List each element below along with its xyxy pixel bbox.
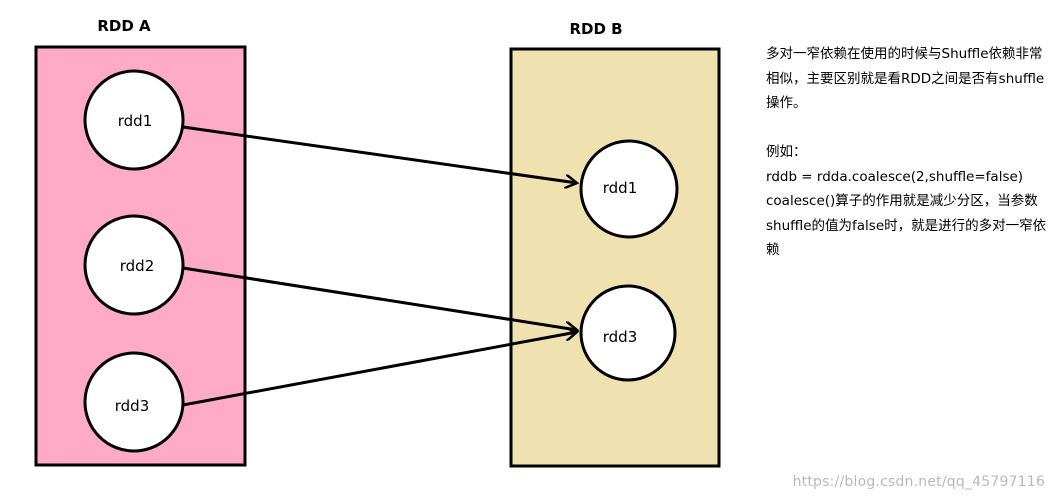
note-code-line: rddb = rdda.coalesce(2,shuffle=false) — [766, 168, 1024, 185]
node-label: rdd1 — [603, 179, 638, 197]
note-explanation: coalesce()算子的作用就是减少分区，当参数shuffle的值为false… — [766, 193, 1047, 258]
rdd-a-node-rdd1: rdd1 — [83, 69, 185, 171]
edge-a-rdd3-to-b-rdd3 — [182, 332, 577, 407]
explanation-note: 多对一窄依赖在使用的时候与Shuffle依赖非常相似，主要区别就是看RDD之间是… — [766, 42, 1048, 263]
edge-a-rdd2-to-b-rdd3 — [182, 266, 577, 330]
node-label: rdd2 — [120, 257, 155, 275]
dependency-diagram: RDD A RDD B rdd1 rdd2 rdd3 rdd1 rdd3 — [34, 17, 721, 468]
rdd-b-node-rdd1: rdd1 — [579, 139, 679, 239]
note-example-heading: 例如： — [766, 144, 807, 160]
note-spacer — [766, 116, 1048, 141]
rdd-b-box — [509, 47, 721, 468]
node-label: rdd3 — [603, 328, 638, 346]
note-paragraph: 多对一窄依赖在使用的时候与Shuffle依赖非常相似，主要区别就是看RDD之间是… — [766, 46, 1045, 111]
rdd-a-node-rdd3: rdd3 — [83, 351, 185, 453]
rdd-a-node-rdd2: rdd2 — [83, 214, 185, 316]
rdd-a-title: RDD A — [97, 17, 151, 35]
watermark: https://blog.csdn.net/qq_45797116 — [792, 474, 1045, 490]
rdd-b-node-rdd3: rdd3 — [579, 284, 677, 382]
rdd-b-title: RDD B — [569, 20, 622, 38]
node-label: rdd3 — [115, 397, 150, 415]
node-label: rdd1 — [118, 112, 153, 130]
edge-a-rdd1-to-b-rdd1 — [182, 125, 577, 183]
